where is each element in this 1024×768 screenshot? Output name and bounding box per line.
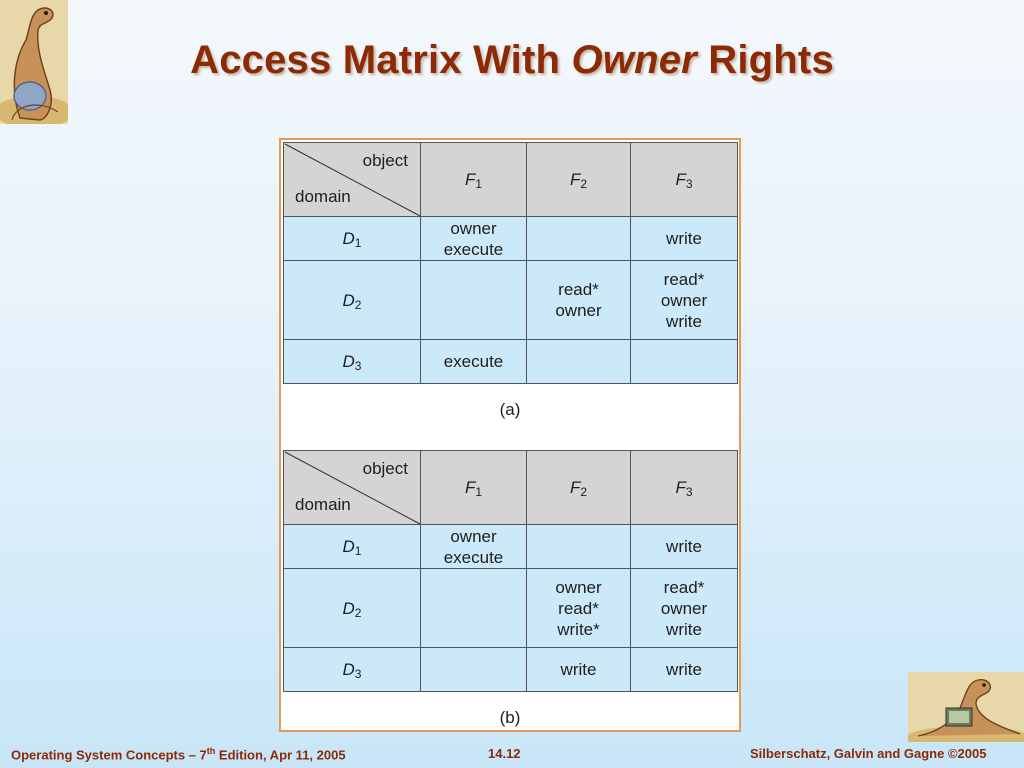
diagonal-divider [284, 451, 421, 525]
cell-d3-f1: execute [420, 339, 527, 384]
domain-label: domain [295, 495, 351, 514]
object-label: object [362, 151, 408, 170]
dinosaur-logo [0, 0, 68, 124]
caption-a: (a) [499, 400, 521, 419]
column-header-f1: F1 [420, 450, 527, 525]
caption-b: (b) [499, 708, 521, 727]
corner-header: object domain [283, 450, 421, 525]
cell-d1-f2 [526, 216, 631, 261]
footer-page-number: 14.12 [488, 746, 521, 761]
row-header-d3: D3 [283, 647, 421, 692]
cell-d1-f3: write [630, 216, 738, 261]
column-header-f2: F2 [526, 142, 631, 217]
cell-d3-f1 [420, 647, 527, 692]
footer-authors: Silberschatz, Galvin and Gagne ©2005 [750, 746, 987, 761]
dinosaur-laptop-logo [908, 672, 1024, 742]
diagonal-divider [284, 143, 421, 217]
corner-header: object domain [283, 142, 421, 217]
column-header-f1: F1 [420, 142, 527, 217]
cell-d2-f1 [420, 568, 527, 648]
slide-title: Access Matrix With Owner Rights [190, 38, 834, 82]
column-header-f2: F2 [526, 450, 631, 525]
row-header-d2: D2 [283, 260, 421, 340]
domain-label: domain [295, 187, 351, 206]
table-row-d3: D3 execute [283, 339, 738, 384]
cell-d1-f3: write [630, 524, 738, 569]
object-label: object [362, 459, 408, 478]
column-header-f3: F3 [630, 450, 738, 525]
cell-d2-f2: read*owner [526, 260, 631, 340]
cell-d3-f2 [526, 339, 631, 384]
cell-d3-f2: write [526, 647, 631, 692]
row-header-d1: D1 [283, 216, 421, 261]
row-header-d2: D2 [283, 568, 421, 648]
column-header-f3: F3 [630, 142, 738, 217]
row-header-d3: D3 [283, 339, 421, 384]
table-row-d3: D3 write write [283, 647, 738, 692]
cell-d1-f2 [526, 524, 631, 569]
cell-d3-f3: write [630, 647, 738, 692]
row-header-d1: D1 [283, 524, 421, 569]
footer-book-title: Operating System Concepts – 7th Edition,… [11, 746, 346, 763]
cell-d3-f3 [630, 339, 738, 384]
cell-d2-f1 [420, 260, 527, 340]
